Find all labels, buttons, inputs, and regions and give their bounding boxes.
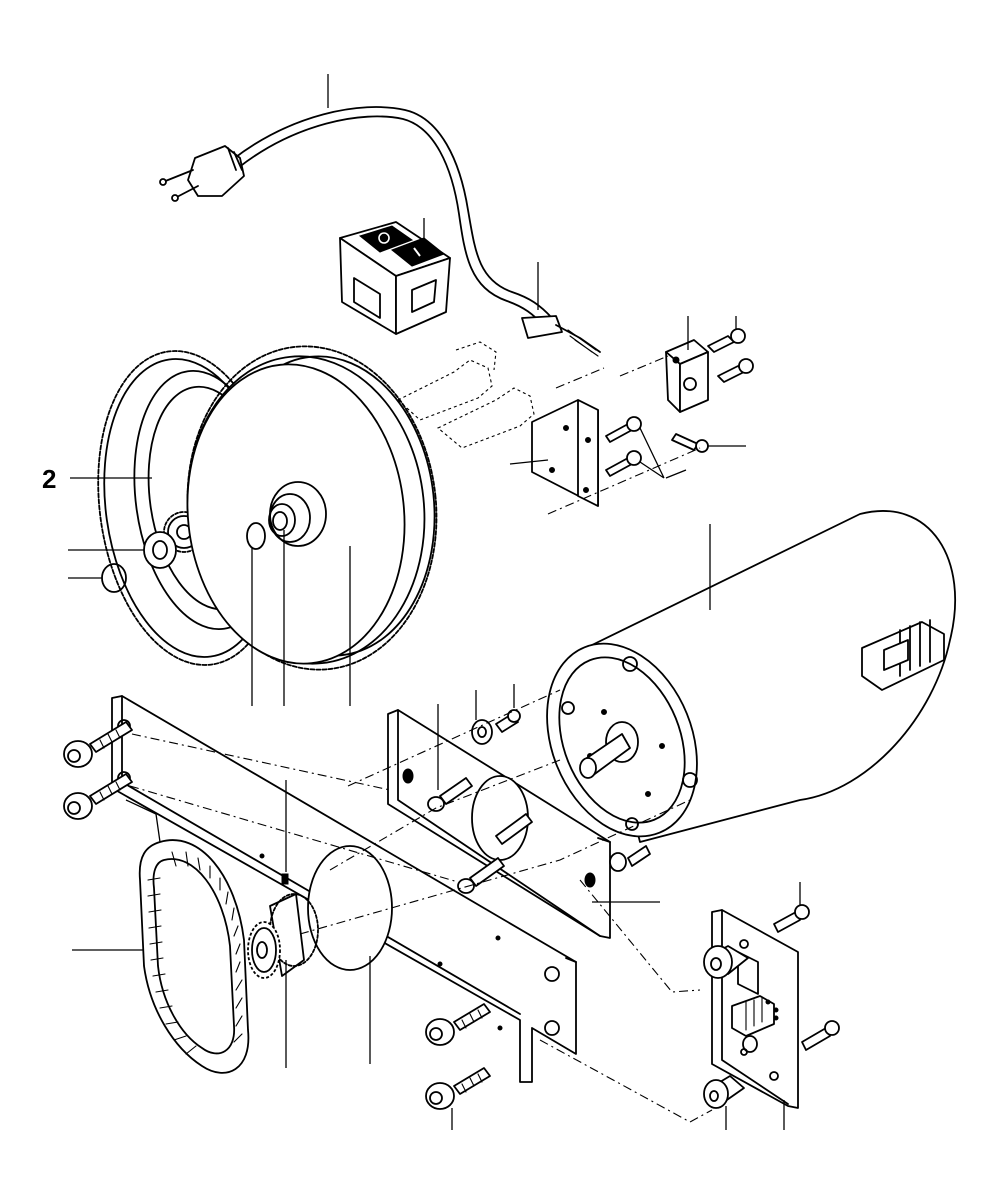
screw-lower-2 — [425, 1067, 491, 1110]
screw-lower-1 — [425, 1003, 491, 1046]
centerline-bracket — [547, 447, 701, 515]
clamp-screw-1 — [707, 328, 746, 353]
screw-top-left — [63, 721, 133, 768]
centerline-clamp — [555, 355, 669, 389]
pcb-standoff-top — [703, 945, 749, 979]
assembly-centerlines — [129, 689, 713, 1123]
plug — [159, 145, 245, 202]
toothed-pulley — [247, 893, 319, 979]
rocker-switch — [339, 221, 451, 335]
plate-washer — [471, 709, 521, 745]
screw-mid-left — [63, 773, 133, 820]
plate-screws — [427, 777, 651, 894]
back-washer — [143, 531, 177, 569]
motor-bracket — [531, 399, 599, 507]
leader-belt-screw — [125, 799, 161, 843]
pcb-screw-top — [773, 904, 810, 933]
bracket-screws — [605, 416, 642, 477]
hidden-bolts — [397, 341, 535, 449]
gear-hub — [268, 481, 327, 547]
cord-clamp — [665, 339, 709, 413]
ring-terminal — [671, 433, 709, 453]
pcb-standoff-bottom — [703, 1075, 745, 1109]
part-number-label: 2 — [42, 464, 56, 494]
motor — [546, 510, 957, 843]
leader-bracket — [509, 459, 549, 465]
clamp-screw-2 — [717, 358, 754, 383]
toothed-belt — [138, 839, 250, 1074]
pcb-screw-right — [801, 1020, 840, 1051]
power-cord — [231, 106, 601, 357]
hub-circlip — [246, 522, 266, 550]
leader-bracket-screws — [639, 427, 687, 479]
